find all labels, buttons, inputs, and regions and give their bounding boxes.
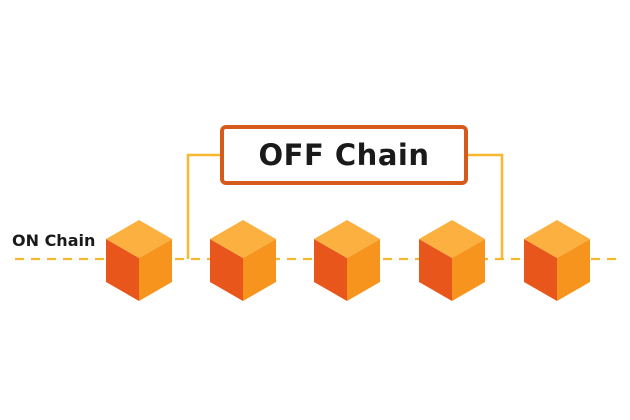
block-cube-icon bbox=[210, 220, 276, 301]
cube-right-face bbox=[243, 239, 276, 301]
cube-top-face bbox=[210, 220, 276, 258]
cube-right-face bbox=[557, 239, 590, 301]
cube-left-face bbox=[314, 239, 347, 301]
cube-right-face bbox=[347, 239, 380, 301]
cube-left-face bbox=[524, 239, 557, 301]
block-cube-icon bbox=[314, 220, 380, 301]
cube-left-face bbox=[419, 239, 452, 301]
cube-left-face bbox=[106, 239, 139, 301]
cube-right-face bbox=[452, 239, 485, 301]
cube-left-face bbox=[210, 239, 243, 301]
off-chain-connector-right bbox=[466, 153, 504, 259]
cube-top-face bbox=[419, 220, 485, 258]
off-chain-connector-left bbox=[186, 153, 222, 259]
block-chain bbox=[106, 220, 590, 301]
cube-top-face bbox=[106, 220, 172, 258]
cube-right-face bbox=[139, 239, 172, 301]
block-cube-icon bbox=[106, 220, 172, 301]
on-chain-label: ON Chain bbox=[12, 231, 96, 250]
off-chain-box: OFF Chain bbox=[220, 125, 468, 185]
off-chain-label: OFF Chain bbox=[258, 138, 430, 172]
cube-top-face bbox=[524, 220, 590, 258]
block-cube-icon bbox=[524, 220, 590, 301]
cube-top-face bbox=[314, 220, 380, 258]
block-cube-icon bbox=[419, 220, 485, 301]
